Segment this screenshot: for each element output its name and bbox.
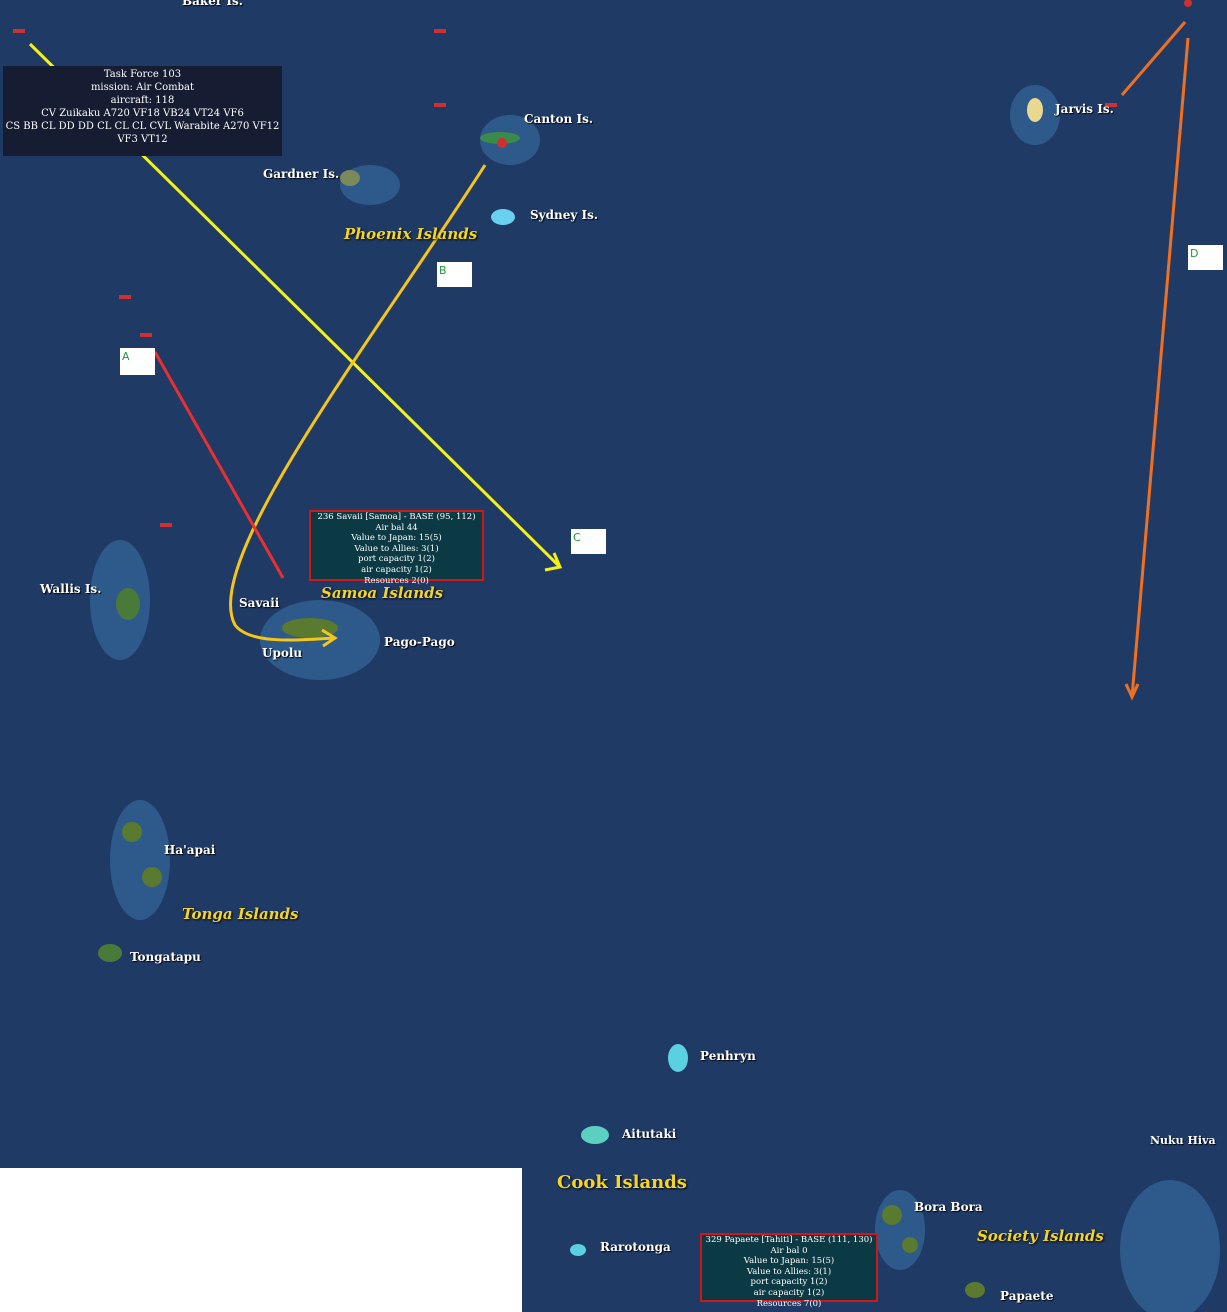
label-nuku-hiva: Nuku Hiva xyxy=(1150,1134,1216,1147)
label-rarotonga: Rarotonga xyxy=(600,1240,671,1254)
label-penhryn: Penhryn xyxy=(700,1049,756,1063)
label-haapai: Ha'apai xyxy=(164,843,216,857)
base-line: Value to Allies: 3(1) xyxy=(746,1266,832,1277)
marker-d: D xyxy=(1188,245,1223,270)
region-tonga: Tonga Islands xyxy=(182,905,299,923)
region-phoenix: Phoenix Islands xyxy=(344,225,478,243)
tf-line: aircraft: 118 xyxy=(110,95,175,106)
base-line: Resources 2(0) xyxy=(364,575,429,586)
region-society: Society Islands xyxy=(977,1227,1104,1245)
base-line: Resources 7(0) xyxy=(756,1298,822,1309)
label-aitutaki: Aitutaki xyxy=(622,1127,677,1141)
region-samoa: Samoa Islands xyxy=(321,584,444,602)
base-line: Value to Allies: 3(1) xyxy=(354,543,439,554)
label-papaete: Papaete xyxy=(1000,1289,1054,1303)
arrowhead xyxy=(321,628,338,648)
label-upolu: Upolu xyxy=(262,646,303,660)
route-gold-curve xyxy=(229,164,487,642)
label-pago-pago: Pago-Pago xyxy=(384,635,455,649)
base-line: air capacity 1(2) xyxy=(753,1287,825,1298)
route-orange-short xyxy=(1120,21,1187,96)
label-tongatapu: Tongatapu xyxy=(130,950,201,964)
ship-markers[interactable] xyxy=(13,0,1192,527)
label-jarvis: Jarvis Is. xyxy=(1055,102,1114,116)
label-bora-bora: Bora Bora xyxy=(914,1200,983,1214)
label-wallis: Wallis Is. xyxy=(40,582,102,596)
region-cook: Cook Islands xyxy=(557,1172,687,1193)
arrowhead xyxy=(1124,683,1140,701)
islands xyxy=(98,98,1043,1298)
base-line: Value to Japan: 15(5) xyxy=(351,533,442,544)
task-force-tooltip: Task Force 103 mission: Air Combat aircr… xyxy=(3,66,282,156)
route-orange-long xyxy=(1130,37,1190,698)
base-info-papaete: 329 Papaete [Tahiti] - BASE (111, 130) A… xyxy=(700,1233,878,1309)
base-line: air capacity 1(2) xyxy=(361,564,432,575)
base-line: port capacity 1(2) xyxy=(750,1277,828,1288)
label-baker: Baker Is. xyxy=(182,0,243,8)
base-line: Value to Japan: 15(5) xyxy=(743,1256,835,1267)
marker-c: C xyxy=(571,529,606,554)
base-line: port capacity 1(2) xyxy=(358,554,435,565)
marker-a: A xyxy=(120,348,155,375)
tf-line: CV Zuikaku A720 VF18 VB24 VT24 VF6 xyxy=(41,108,244,119)
label-gardner: Gardner Is. xyxy=(263,167,340,181)
base-line: 236 Savaii [Samoa] - BASE (95, 112) Air … xyxy=(317,512,476,533)
route-red xyxy=(153,351,285,579)
label-canton: Canton Is. xyxy=(524,112,594,126)
base-info-savaii: 236 Savaii [Samoa] - BASE (95, 112) Air … xyxy=(309,510,484,586)
marker-b: B xyxy=(437,262,472,287)
base-line: 329 Papaete [Tahiti] - BASE (111, 130) A… xyxy=(705,1235,873,1256)
tf-line: CS BB CL DD DD CL CL CL CVL Warabite A27… xyxy=(5,121,280,145)
tf-line: mission: Air Combat xyxy=(90,82,195,93)
label-savaii: Savaii xyxy=(239,596,280,610)
tf-line: Task Force 103 xyxy=(103,69,182,80)
label-sydney: Sydney Is. xyxy=(530,208,599,222)
blank-panel xyxy=(0,1168,522,1312)
arrowhead xyxy=(544,552,563,572)
